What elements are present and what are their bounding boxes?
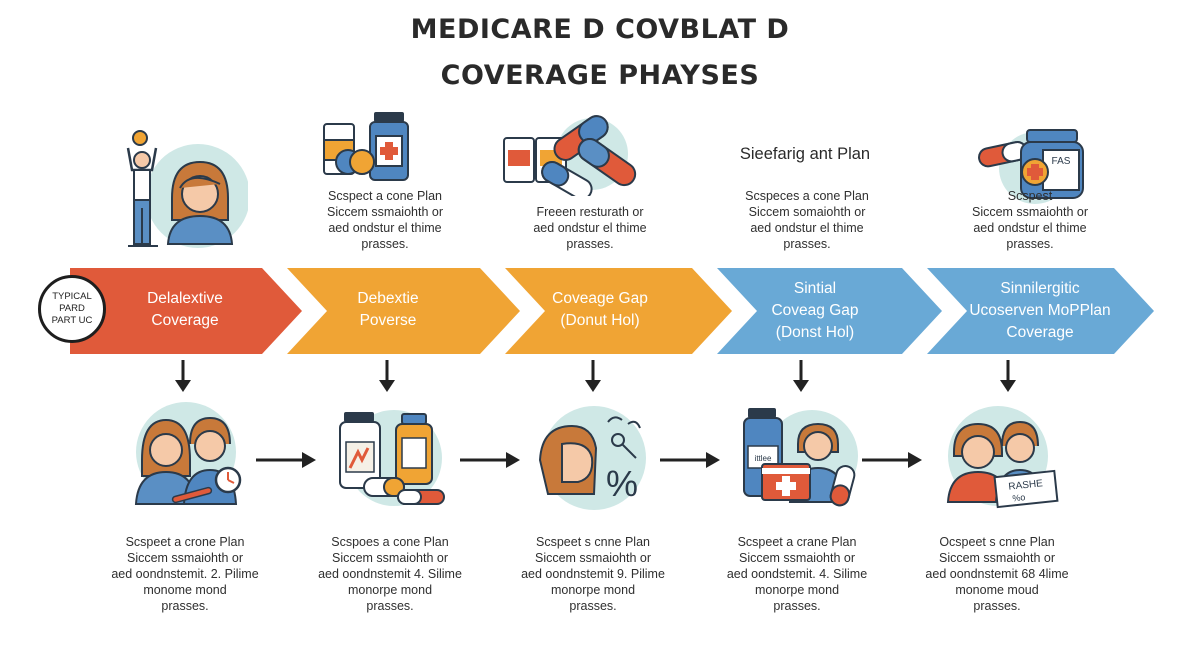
phase-arrow-1 bbox=[70, 268, 302, 354]
percent-sign: % bbox=[606, 463, 638, 504]
page-subtitle: COVERAGE PHAYSES bbox=[440, 60, 760, 91]
people-clock-icon bbox=[134, 402, 242, 505]
first-aid-bottle-icon: ittlee bbox=[743, 408, 858, 507]
phase-arrow-5 bbox=[927, 268, 1154, 354]
pills-icon bbox=[503, 115, 637, 196]
phase-arrow-3 bbox=[505, 268, 732, 354]
bottles-pills-icon bbox=[339, 410, 445, 506]
bottle-label: ittlee bbox=[755, 454, 772, 463]
phase-label-3: Coveage Gap(Donut Hol) bbox=[552, 290, 648, 329]
jar-label: FAS bbox=[1052, 156, 1071, 167]
sign-sub-label: %o bbox=[1012, 492, 1026, 503]
phase-arrow-4 bbox=[717, 268, 942, 354]
people-sign-icon: RASHE %o bbox=[946, 406, 1059, 509]
people-illustration-icon bbox=[126, 130, 248, 248]
percent-discount-icon: % bbox=[538, 406, 646, 510]
page-title: MEDICARE D COVBLAT D bbox=[410, 14, 790, 45]
sign-label: RASHE bbox=[1008, 478, 1044, 493]
phase-band bbox=[70, 268, 1154, 354]
medication-bottles-icon bbox=[323, 112, 409, 181]
medication-jar-icon: FAS bbox=[978, 129, 1084, 204]
phase-arrow-2 bbox=[287, 268, 520, 354]
side-heading: Sieefarig ant Plan bbox=[739, 145, 871, 163]
